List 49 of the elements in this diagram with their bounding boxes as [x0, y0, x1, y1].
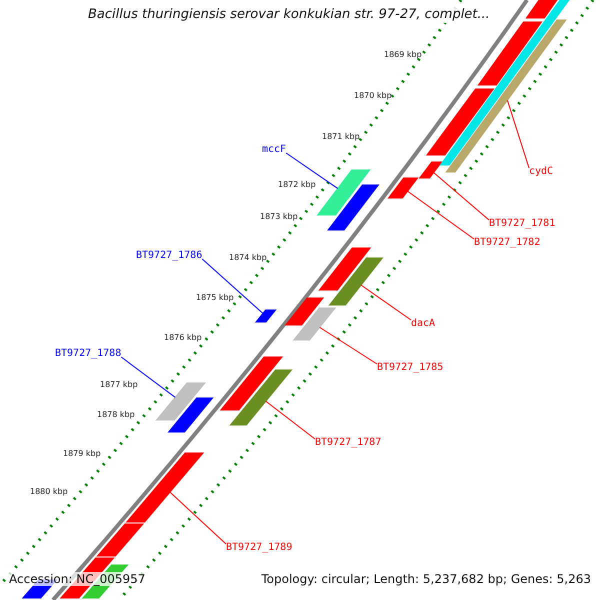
scale-label: 1873 kbp [260, 212, 298, 221]
scale-label: 1871 kbp [322, 132, 360, 141]
scale-label: 1869 kbp [384, 50, 422, 59]
leader-line [319, 326, 378, 364]
leader-line [360, 284, 412, 320]
leader-line [433, 172, 490, 220]
gene-label: BT9727_1785 [377, 362, 444, 373]
gene-feature [126, 452, 204, 522]
gene-feature [168, 398, 214, 432]
gene-feature [388, 178, 419, 198]
gene-label: cydC [529, 166, 554, 177]
gene-label: dacA [411, 318, 436, 329]
gene-label: BT9727_1782 [474, 237, 540, 248]
scale-label: 1874 kbp [229, 253, 267, 262]
gene-feature [96, 524, 144, 556]
gene-feature [318, 248, 372, 290]
gene-feature [328, 258, 384, 306]
scale-label: 1876 kbp [164, 333, 202, 342]
scale-label: 1875 kbp [196, 293, 234, 302]
leader-line [169, 492, 226, 544]
gene-feature [229, 370, 293, 426]
gene-feature [477, 22, 542, 86]
leader-line [120, 356, 176, 398]
gene-feature [292, 308, 336, 340]
gene-feature [327, 184, 380, 230]
gene-feature [155, 382, 206, 420]
gene-feature [254, 310, 277, 322]
scale-label: 1877 kbp [100, 380, 138, 389]
gene-label: BT9727_1788 [55, 348, 122, 359]
gene-label: BT9727_1789 [226, 542, 292, 553]
gene-feature [220, 356, 284, 410]
scale-label: 1870 kbp [354, 91, 392, 100]
gene-feature [418, 162, 443, 178]
scale-label: 1880 kbp [30, 487, 68, 496]
gene-label: mccF [262, 144, 286, 155]
scale-label: 1872 kbp [278, 180, 316, 189]
gene-label: BT9727_1787 [315, 437, 382, 448]
gene-feature [316, 170, 371, 216]
gene-feature [426, 88, 494, 156]
gene-label: BT9727_1781 [489, 218, 556, 229]
leader-line [265, 400, 316, 440]
leader-line [202, 258, 264, 314]
leader-line [506, 100, 530, 168]
scale-label: 1879 kbp [63, 449, 101, 458]
gene-label: BT9727_1786 [136, 250, 202, 261]
leader-line [407, 190, 474, 240]
scale-label: 1878 kbp [97, 410, 135, 419]
leader-line [286, 152, 338, 189]
gene-feature [284, 298, 324, 326]
